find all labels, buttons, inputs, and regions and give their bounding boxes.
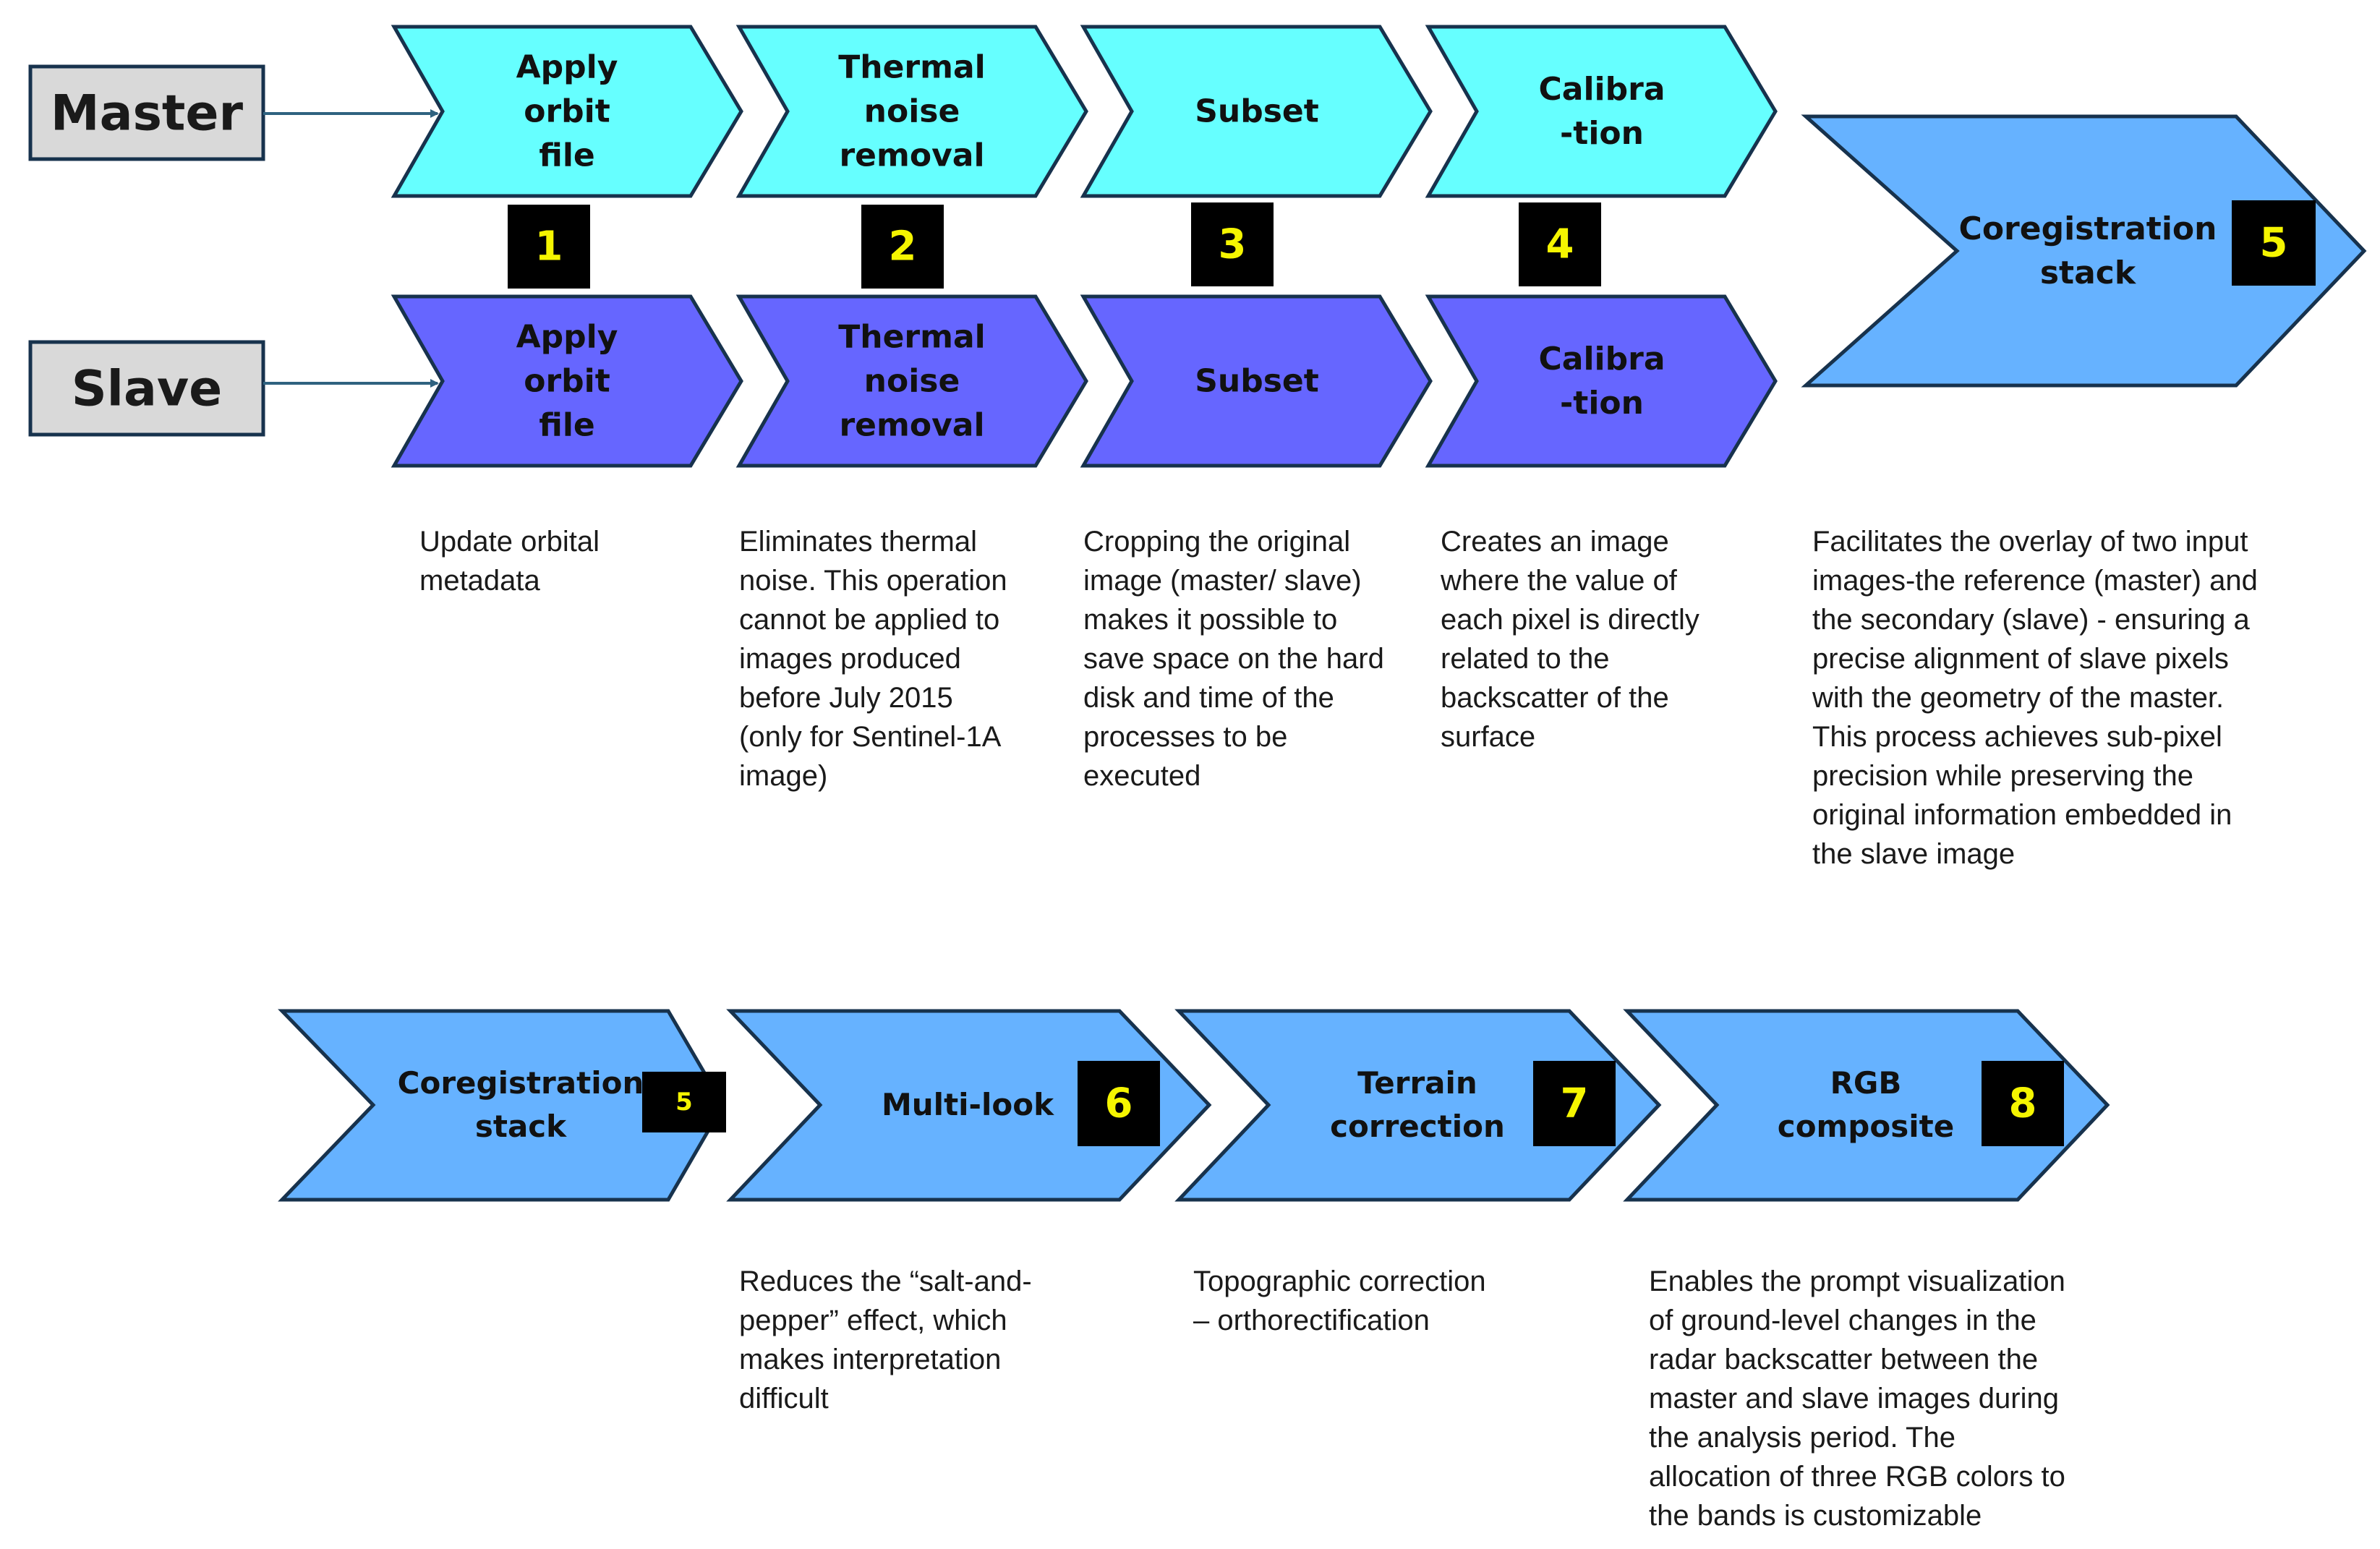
bottom-step-3-chevron [1174, 1009, 1662, 1202]
description-terrain-correction: Topographic correction – orthorectificat… [1193, 1266, 1486, 1336]
master-step-3-chevron [1080, 25, 1433, 198]
slave-step-1-chevron [391, 294, 743, 468]
slave-step-2-label: Thermal noise removal [838, 318, 986, 444]
slave-step-4-label: Calibra -tion [1538, 341, 1665, 422]
description-rgb-composite: Enables the prompt visualization of grou… [1649, 1266, 2065, 1532]
slave-step-4-chevron [1425, 294, 1778, 468]
bottom-step-4-label: RGB composite [1777, 1065, 1955, 1144]
master-step-3-label: Subset [1195, 93, 1319, 130]
bottom-number-box-7 [1533, 1061, 1616, 1146]
coregistration-label: Coregistration stack [1958, 210, 2217, 291]
slave-label: Slave [71, 360, 223, 418]
description-subset: Cropping the original image (master/ sla… [1083, 526, 1384, 792]
master-step-2-label: Thermal noise removal [838, 48, 986, 174]
step-number-1: 1 [534, 223, 563, 270]
coregistration-number: 5 [2259, 219, 2288, 267]
master-step-4-label: Calibra -tion [1538, 71, 1665, 152]
coregistration-chevron [1801, 114, 2367, 388]
slave-step-2-chevron [735, 294, 1088, 468]
master-box [28, 64, 265, 161]
slave-box [28, 340, 265, 437]
bottom-step-2-chevron [726, 1009, 1212, 1202]
bottom-step-number-8: 8 [2008, 1080, 2037, 1127]
bottom-step-1-label: Coregistration stack [397, 1065, 644, 1144]
bottom-number-box-6 [1078, 1061, 1160, 1146]
description-multi-look: Reduces the “salt-and- pepper” effect, w… [739, 1266, 1032, 1414]
bottom-step-number-6: 6 [1104, 1080, 1133, 1127]
coregistration-number-box [2232, 200, 2316, 286]
step-number-box-1 [508, 205, 590, 289]
step-number-4: 4 [1545, 221, 1574, 268]
description-apply-orbit-file: Update orbital metadata [419, 526, 600, 597]
description-thermal-noise-removal: Eliminates thermal noise. This operation… [739, 526, 1007, 792]
description-calibration: Creates an image where the value of each… [1441, 526, 1699, 753]
master-step-1-chevron [391, 25, 743, 198]
slave-step-1-label: Apply orbit file [516, 318, 618, 444]
step-number-box-4 [1519, 202, 1601, 286]
slave-step-3-chevron [1080, 294, 1433, 468]
slave-step-3-label: Subset [1195, 362, 1319, 400]
step-number-box-2 [861, 205, 944, 289]
step-number-3: 3 [1218, 221, 1247, 268]
bottom-step-number-7: 7 [1560, 1080, 1589, 1127]
bottom-step-1-chevron [278, 1009, 725, 1202]
bottom-step-number-5: 5 [675, 1088, 693, 1117]
bottom-step-3-label: Terrain correction [1330, 1065, 1505, 1144]
bottom-number-box-8 [1982, 1061, 2064, 1146]
bottom-step-2-label: Multi-look [881, 1087, 1054, 1122]
description-coregistration: Facilitates the overlay of two input ima… [1812, 526, 2258, 870]
master-step-1-label: Apply orbit file [516, 48, 618, 174]
step-number-box-3 [1191, 202, 1274, 286]
step-number-2: 2 [888, 223, 917, 270]
master-label: Master [50, 85, 244, 142]
bottom-number-box-5 [642, 1072, 726, 1132]
bottom-step-4-chevron [1623, 1009, 2110, 1202]
master-step-2-chevron [735, 25, 1088, 198]
master-step-4-chevron [1425, 25, 1778, 198]
